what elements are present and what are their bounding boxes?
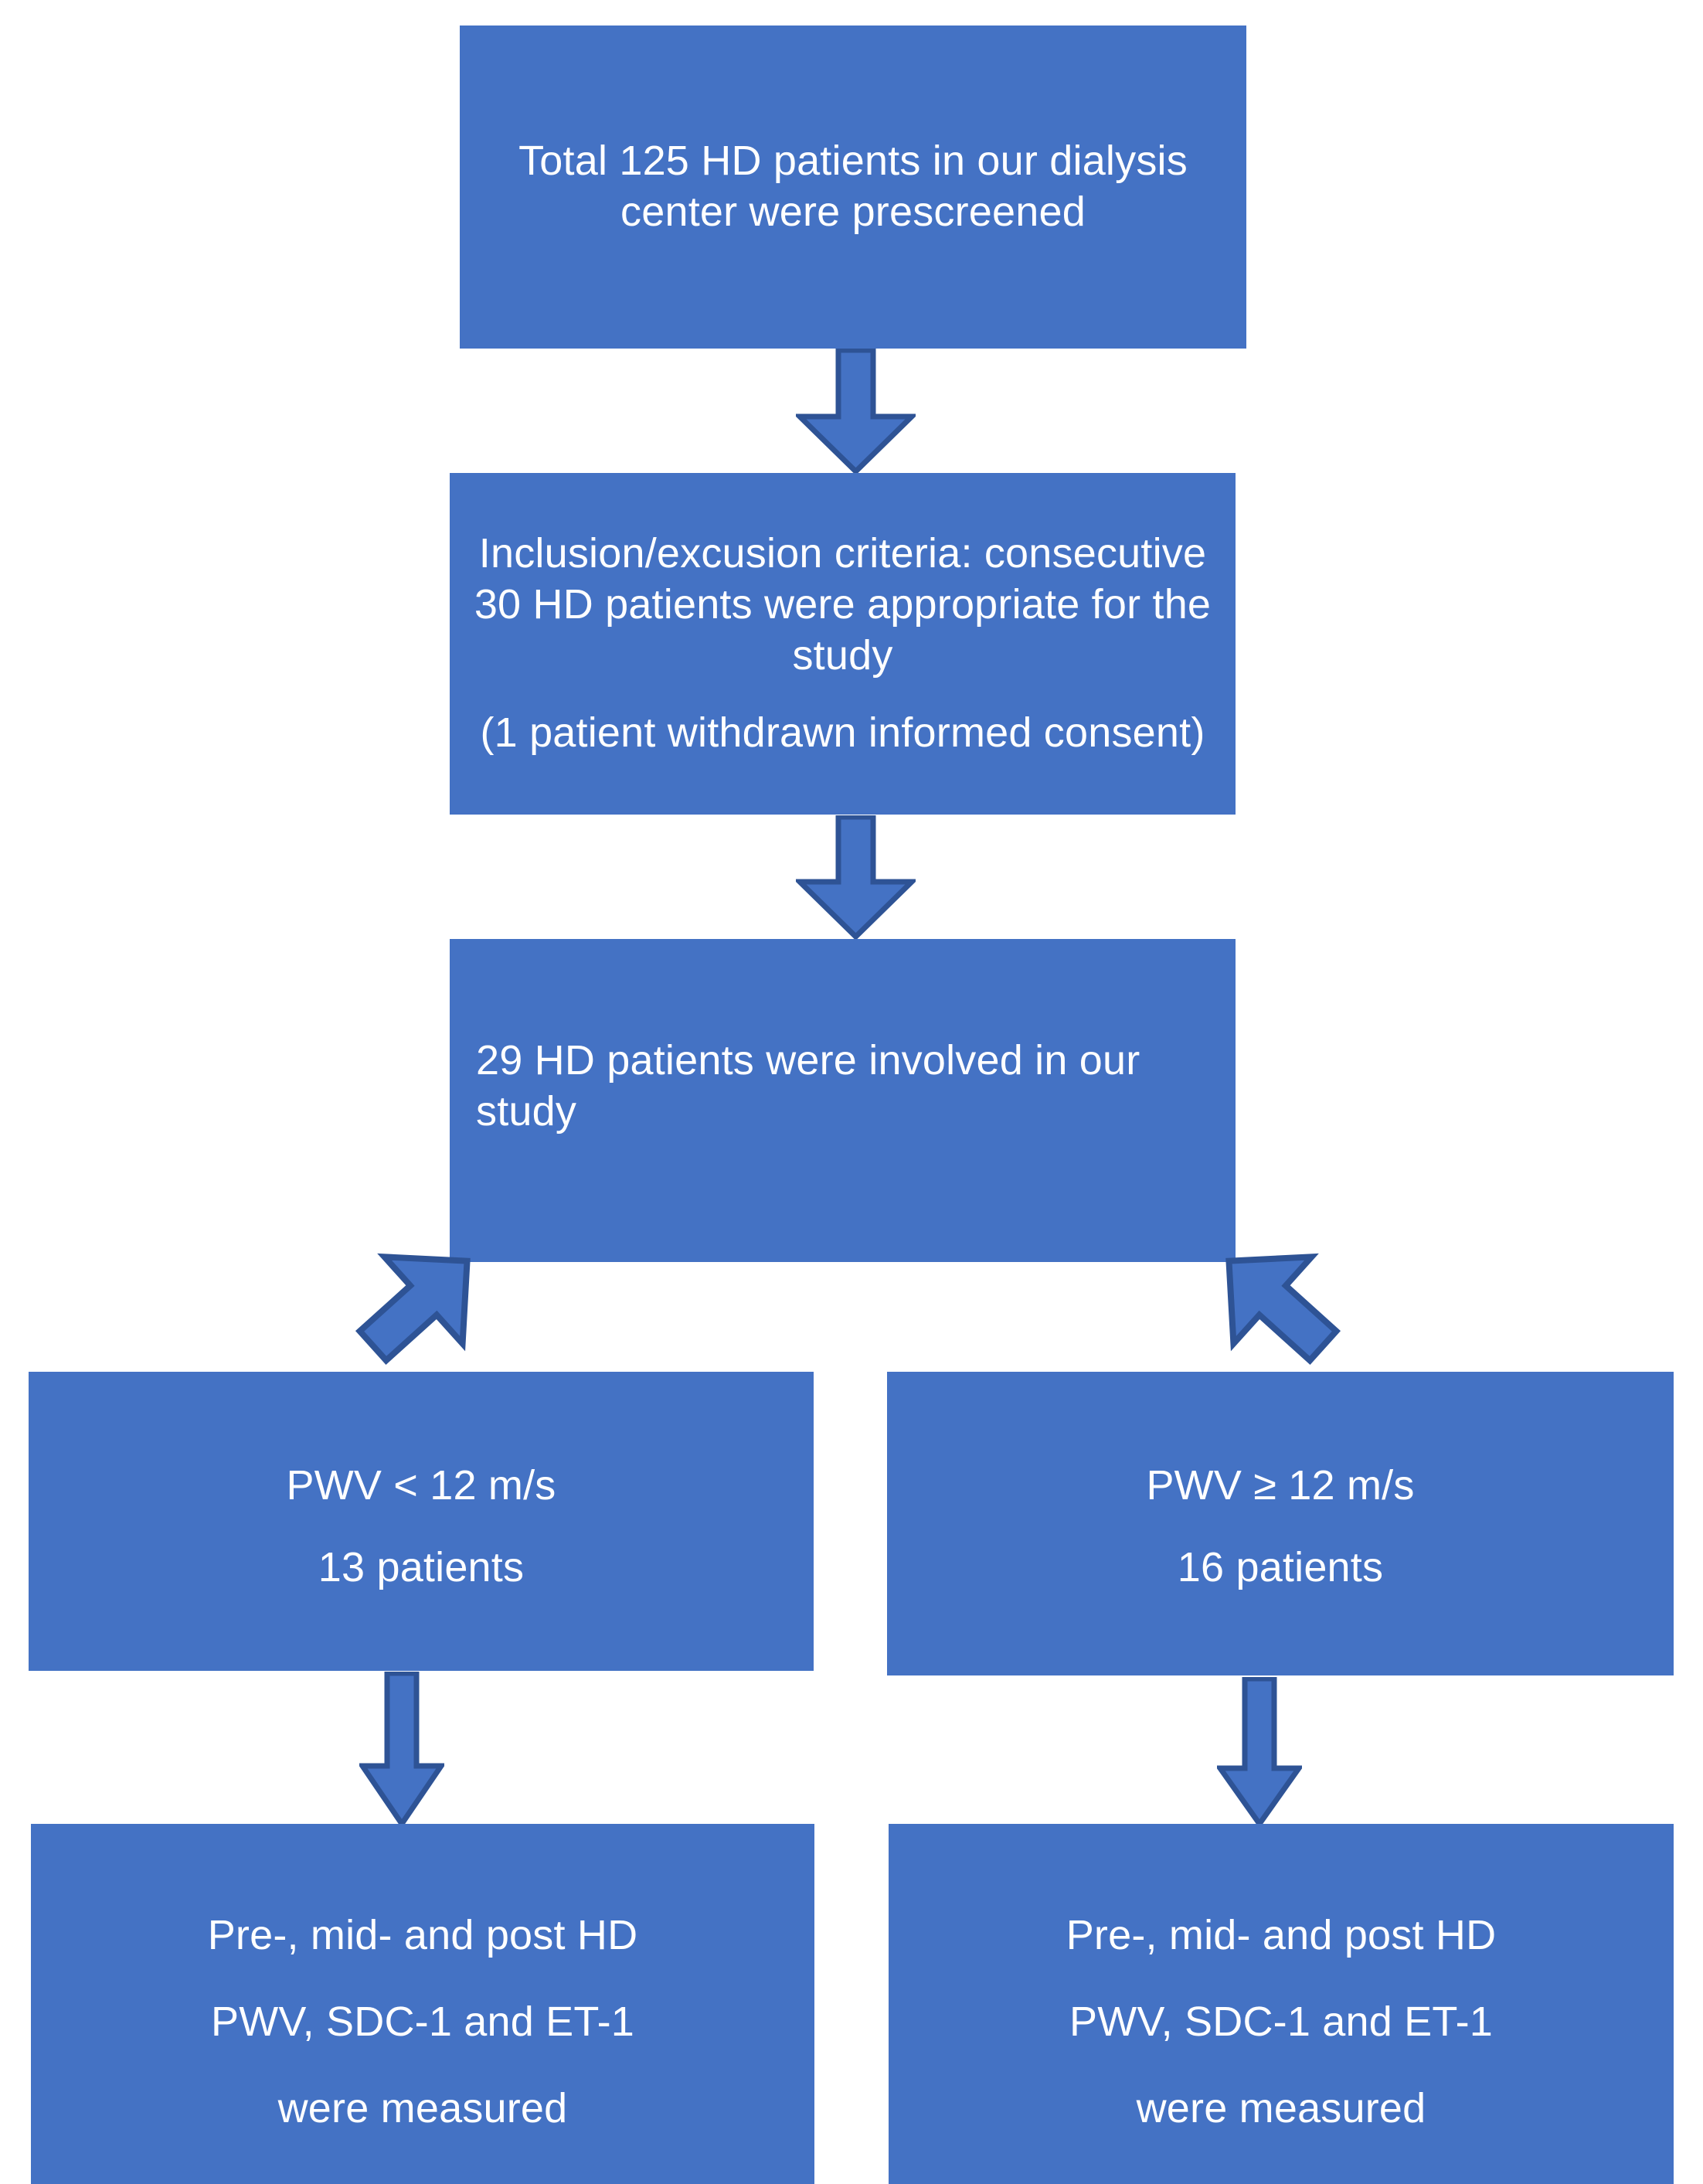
flow-node-measurements-high: Pre-, mid- and post HD PWV, SDC-1 and ET… — [889, 1824, 1674, 2184]
flow-node-prescreened: Total 125 HD patients in our dialysis ce… — [460, 26, 1246, 349]
flow-node-criteria: Inclusion/excusion criteria: consecutive… — [450, 473, 1236, 815]
node-text-line: 29 HD patients were involved in our stud… — [476, 1037, 1140, 1135]
flow-node-involved: 29 HD patients were involved in our stud… — [450, 939, 1236, 1262]
arrow-down-icon — [796, 349, 916, 474]
node-text-line: 16 patients — [1177, 1543, 1384, 1590]
arrow-down-icon — [796, 815, 916, 939]
node-text-line: PWV, SDC-1 and ET-1 — [1069, 1998, 1494, 2045]
flow-node-measurements-low: Pre-, mid- and post HD PWV, SDC-1 and ET… — [31, 1824, 814, 2184]
arrow-down-right-icon — [1209, 1233, 1344, 1376]
arrow-down-icon — [359, 1672, 444, 1826]
node-text-line: PWV < 12 m/s — [286, 1462, 556, 1509]
node-text-line: Total 125 HD patients in our dialysis ce… — [518, 138, 1188, 235]
flow-node-pwv-high: PWV ≥ 12 m/s 16 patients — [887, 1372, 1674, 1675]
node-text-line: 13 patients — [318, 1543, 525, 1590]
node-text-line: Pre-, mid- and post HD — [207, 1912, 638, 1958]
node-text-line: (1 patient withdrawn informed consent) — [480, 709, 1205, 756]
node-text-line: were measured — [1136, 2084, 1426, 2131]
node-text-line: Inclusion/excusion criteria: consecutive… — [474, 530, 1212, 679]
node-text-line: Pre-, mid- and post HD — [1066, 1912, 1497, 1958]
node-text-line: were measured — [277, 2084, 568, 2131]
node-text-line: PWV ≥ 12 m/s — [1146, 1462, 1415, 1509]
node-text-line: PWV, SDC-1 and ET-1 — [210, 1998, 635, 2045]
arrow-down-left-icon — [352, 1233, 487, 1376]
arrow-down-icon — [1217, 1677, 1302, 1826]
flow-node-pwv-low: PWV < 12 m/s 13 patients — [29, 1372, 814, 1671]
